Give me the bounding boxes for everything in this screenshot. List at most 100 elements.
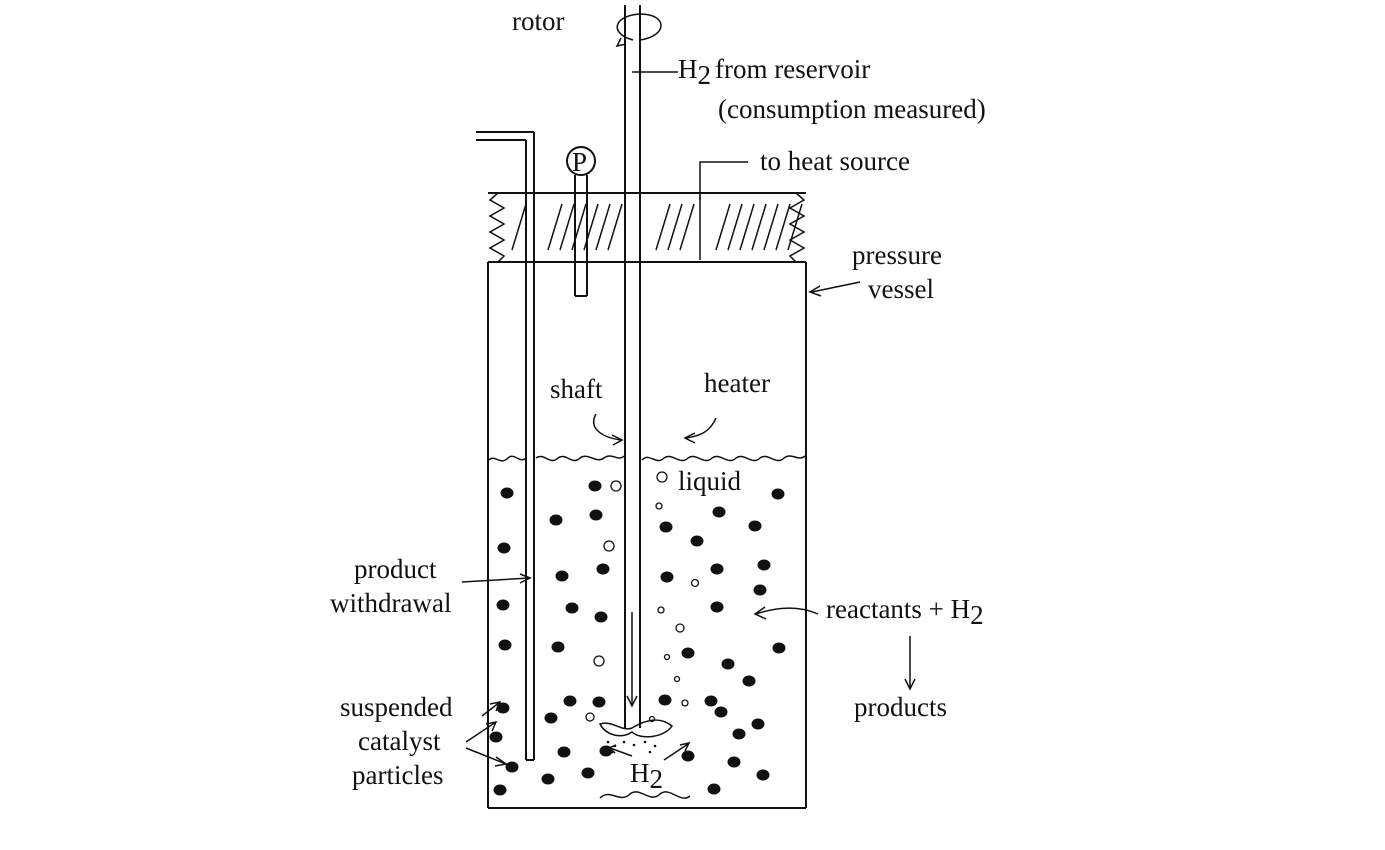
reactants-arrow [753,606,819,620]
label-product: product [354,554,437,584]
label-liquid: liquid [678,466,742,496]
catalyst-particle [714,706,728,718]
impeller-dot [643,740,647,744]
catalyst-particle [581,767,595,779]
catalyst-particle [596,563,610,575]
impeller-dot [632,743,636,747]
impeller-dot [622,740,626,744]
label-suspended: suspended [340,692,453,722]
gas-bubble [648,715,656,723]
catalyst-particle [557,746,571,758]
catalyst-particle [592,696,606,708]
gas-bubble [663,653,671,661]
products-arrow [904,636,916,691]
hatch-line [775,203,791,251]
gas-bubbles [585,471,700,723]
h2-bottom-arrows [607,741,691,761]
label-h2-bottom: H2 [630,758,663,794]
gas-bubble [585,712,595,722]
label-pressure: pressure [852,240,942,270]
hatch-line [547,203,563,251]
hatch-line [787,203,803,251]
impeller-dot [606,740,610,744]
label-vessel: vessel [868,274,934,304]
shaft-arrow [593,413,624,446]
catalyst-particle [757,559,771,571]
catalyst-particle [681,750,695,762]
hatch-line [751,203,767,251]
catalyst-particle [659,521,673,533]
suspended-catalyst-particles [489,480,786,796]
hatch-line [763,203,779,251]
catalyst-particle [563,695,577,707]
catalyst-particle [707,783,721,795]
impeller-dot [648,750,652,754]
heater-hatching [511,203,803,251]
catalyst-particle [555,570,569,582]
label-withdrawal: withdrawal [330,588,451,618]
catalyst-particle [660,571,674,583]
heater-arrow [683,417,717,444]
catalyst-particle [498,639,512,651]
pressure-gauge: P [566,146,596,297]
hatch-line [655,203,671,251]
hatch-line [511,203,527,251]
catalyst-particle [544,712,558,724]
rotor-shaft [598,5,691,799]
gas-bubble [673,675,681,683]
catalyst-particle [721,658,735,670]
catalyst-particle [742,675,756,687]
hatch-line [559,203,575,251]
catalyst-particle [756,769,770,781]
label-shaft: shaft [550,374,603,404]
label-to-heat-source: to heat source [760,146,910,176]
label-catalyst: catalyst [358,726,441,756]
liquid-surface [488,455,806,462]
catalyst-particle [505,761,519,773]
catalyst-particle [751,718,765,730]
gas-bubble [657,606,665,614]
pressure-vessel [487,262,807,809]
catalyst-particle [496,702,510,714]
catalyst-particle [710,563,724,575]
hatch-line [715,203,731,251]
hatch-line [607,203,623,251]
hatch-line [727,203,743,251]
gauge-label: P [572,147,587,177]
catalyst-particle [771,488,785,500]
heat-source-leader [699,161,748,200]
catalyst-particle [772,642,786,654]
gas-bubble [690,578,700,588]
catalyst-particle [565,602,579,614]
catalyst-particle [681,647,695,659]
gas-bubble [603,540,615,552]
gas-bubble [675,623,685,633]
label-heater: heater [704,368,770,398]
catalyst-particle [732,728,746,740]
catalyst-particle [658,694,672,706]
catalyst-particle [712,506,726,518]
gas-bubble [656,471,668,483]
catalyst-particle [690,535,704,547]
catalyst-particle [541,773,555,785]
catalyst-particle [710,601,724,613]
label-rotor: rotor [512,6,564,36]
product-withdrawal-tube [476,131,535,761]
catalyst-particle [551,641,565,653]
label-particles: particles [352,760,443,790]
gas-bubble [655,502,663,510]
catalyst-particle [727,756,741,768]
catalyst-particle [496,599,510,611]
catalyst-particle [589,509,603,521]
pressure-vessel-arrow [808,281,861,297]
label-consumption-measured: (consumption measured) [718,94,986,124]
catalyst-particle [588,480,602,492]
lid-heater-block [488,192,806,263]
catalyst-particle [748,520,762,532]
catalyst-arrows [465,700,508,767]
hatch-line [595,203,611,251]
catalyst-particle [500,487,514,499]
